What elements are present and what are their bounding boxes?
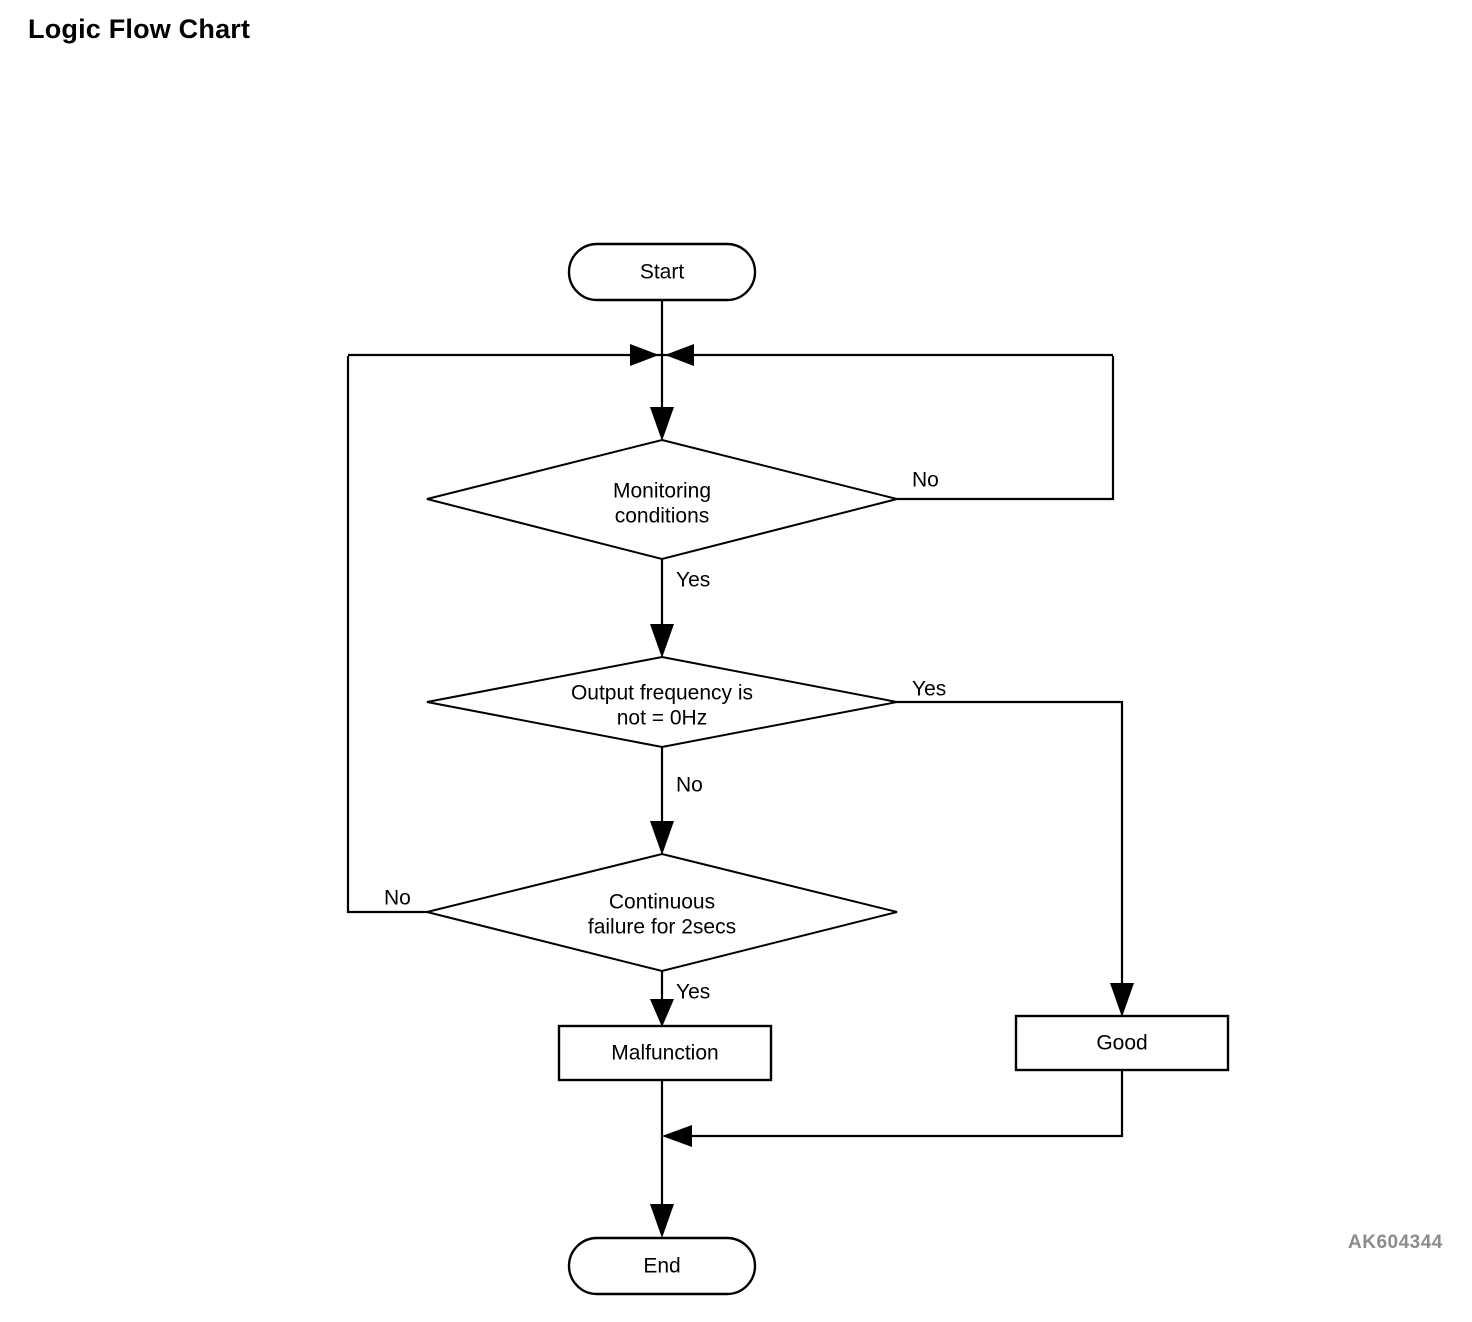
edge-continuous-no bbox=[346, 356, 427, 914]
node-end[interactable]: End bbox=[567, 1236, 757, 1296]
monitoring-label-line2: conditions bbox=[615, 505, 710, 528]
page-title: Logic Flow Chart bbox=[28, 14, 251, 44]
start-shape bbox=[567, 242, 757, 302]
node-continuous-failure[interactable]: Continuous failure for 2secs bbox=[426, 852, 898, 973]
monitoring-label-line1: Monitoring bbox=[613, 480, 711, 503]
edge-label-monitoring-yes: Yes bbox=[676, 569, 710, 592]
outputfreq-label-line2: not = 0Hz bbox=[617, 707, 707, 730]
continuous-shape bbox=[426, 852, 898, 973]
continuous-label-line2: failure for 2secs bbox=[588, 916, 736, 939]
arrowhead-into-outputfreq bbox=[650, 624, 674, 658]
continuous-label-line1: Continuous bbox=[609, 891, 715, 914]
malfunction-label: Malfunction bbox=[611, 1042, 718, 1065]
arrowhead-loopback-left bbox=[630, 344, 659, 366]
edge-outputfreq-yes bbox=[897, 700, 1124, 1008]
good-shape bbox=[1014, 1014, 1230, 1072]
watermark-label: AK604344 bbox=[1348, 1232, 1443, 1253]
arrowhead-into-end bbox=[650, 1204, 674, 1238]
edge-good-to-end-line bbox=[670, 1050, 1124, 1138]
good-label: Good bbox=[1096, 1032, 1147, 1055]
end-label: End bbox=[643, 1255, 680, 1278]
edge-label-outputfreq-yes: Yes bbox=[912, 678, 946, 701]
outputfreq-label-line1: Output frequency is bbox=[571, 682, 753, 705]
node-malfunction[interactable]: Malfunction bbox=[557, 1024, 773, 1082]
arrowhead-loopback-right bbox=[665, 344, 694, 366]
node-output-frequency[interactable]: Output frequency is not = 0Hz bbox=[426, 655, 898, 749]
edge-monitoring-no bbox=[897, 356, 1115, 501]
edge-label-continuous-no: No bbox=[384, 887, 411, 910]
start-label: Start bbox=[640, 261, 685, 284]
monitoring-shape bbox=[426, 438, 898, 561]
arrowhead-into-continuous bbox=[650, 821, 674, 855]
node-start[interactable]: Start bbox=[567, 242, 757, 302]
end-shape bbox=[567, 1236, 757, 1296]
edge-label-continuous-yes: Yes bbox=[676, 981, 710, 1004]
arrowhead-into-monitoring bbox=[650, 407, 674, 441]
arrowhead-good-merge bbox=[662, 1125, 692, 1147]
node-good[interactable]: Good bbox=[1014, 1014, 1230, 1072]
edge-label-outputfreq-no: No bbox=[676, 774, 703, 797]
outputfreq-shape bbox=[426, 655, 898, 749]
arrowhead-into-malfunction bbox=[650, 999, 674, 1027]
node-monitoring-conditions[interactable]: Monitoring conditions bbox=[426, 438, 898, 561]
arrowhead-into-good bbox=[1110, 983, 1134, 1017]
malfunction-shape bbox=[557, 1024, 773, 1082]
edge-label-monitoring-no: No bbox=[912, 469, 939, 492]
